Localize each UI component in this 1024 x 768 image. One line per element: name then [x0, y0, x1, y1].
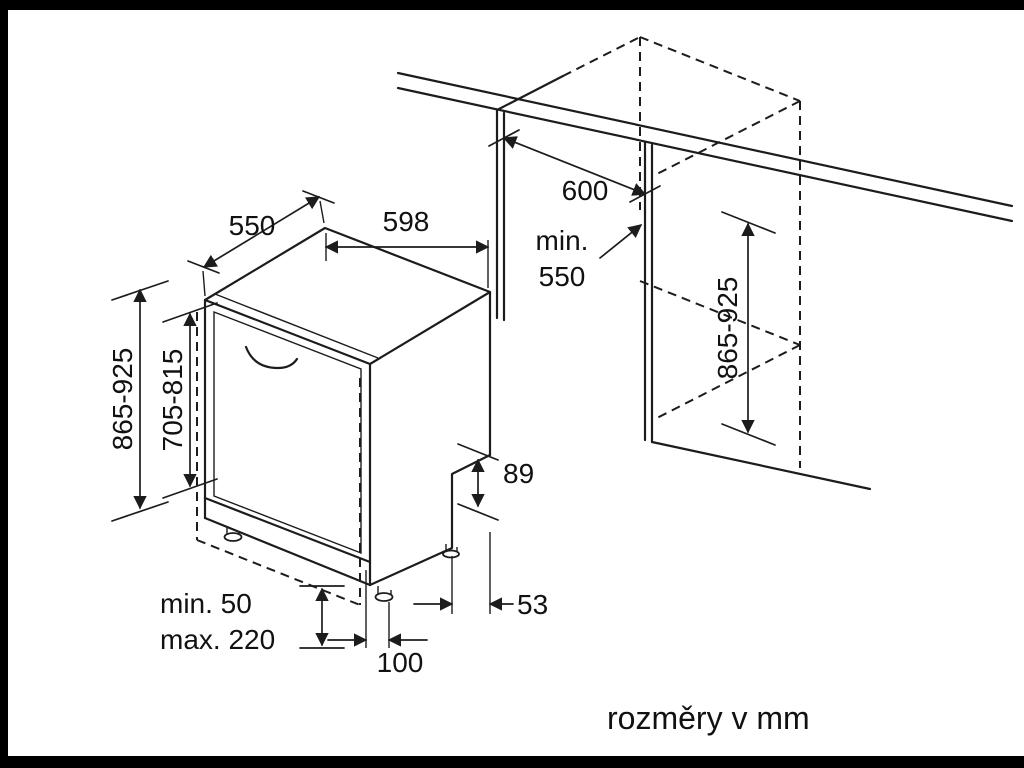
- dishwasher-door-bottom-edge: [203, 496, 372, 564]
- foot-front-right: [374, 592, 394, 602]
- dim-rear-base-depth-53: 53: [413, 532, 548, 620]
- countertop: [396, 71, 1014, 223]
- label-depth-550: 550: [229, 210, 276, 241]
- label-rear-base-depth: 53: [517, 589, 548, 620]
- adjustable-feet: [223, 526, 460, 602]
- dim-niche-height-865-925: 865-925: [712, 211, 776, 446]
- dishwasher-door-inner-frame: [213, 310, 362, 555]
- dim-depth-550: 550: [187, 190, 335, 297]
- dim-width-598: 598: [324, 206, 490, 288]
- letterbox-top: [0, 0, 1024, 10]
- niche-cavity-hidden-edges: [562, 36, 801, 468]
- letterbox-bottom: [0, 756, 1024, 768]
- foot-rear: [442, 549, 460, 559]
- label-niche-depth-min: min.: [536, 225, 589, 256]
- dim-furniture-door-height-705-815: 705-815: [157, 302, 218, 499]
- dishwasher-top-face: [203, 226, 492, 366]
- label-niche-depth-550: 550: [539, 261, 586, 292]
- dishwasher-top-door-edge: [214, 293, 379, 359]
- dim-niche-depth-min-550: min. 550: [536, 224, 643, 292]
- dimensions: 550 598 600 min. 550: [107, 129, 776, 678]
- niche-left-wall-top: [495, 74, 565, 112]
- dishwasher-base-bottom-edge: [203, 516, 372, 587]
- label-niche-height: 865-925: [712, 277, 743, 380]
- dishwasher: [203, 226, 492, 602]
- label-plinth-gap-max: max. 220: [160, 624, 275, 655]
- label-appliance-height: 865-925: [107, 348, 138, 451]
- label-plinth-gap-min: min. 50: [160, 588, 252, 619]
- door-handle: [244, 345, 299, 370]
- niche-floor-edge: [650, 440, 872, 491]
- letterbox-left: [0, 0, 8, 768]
- dim-rear-base-height-89: 89: [457, 443, 534, 521]
- label-foot-to-front: 100: [377, 647, 424, 678]
- dim-appliance-height-865-925: 865-925: [107, 280, 169, 522]
- dishwasher-base-rear-notch: [368, 453, 492, 587]
- caption-units: rozměry v mm: [607, 700, 810, 736]
- dim-foot-to-front-100: 100: [327, 570, 428, 678]
- label-width-598: 598: [383, 206, 430, 237]
- furniture-door-hidden-edges: [196, 312, 361, 606]
- label-rear-base-height: 89: [503, 458, 534, 489]
- dim-niche-width-600: 600: [488, 129, 661, 206]
- label-furniture-door-height: 705-815: [157, 349, 188, 452]
- foot-front-left: [223, 532, 243, 542]
- dim-plinth-gap: min. 50 max. 220: [160, 585, 345, 655]
- label-niche-width-600: 600: [562, 175, 609, 206]
